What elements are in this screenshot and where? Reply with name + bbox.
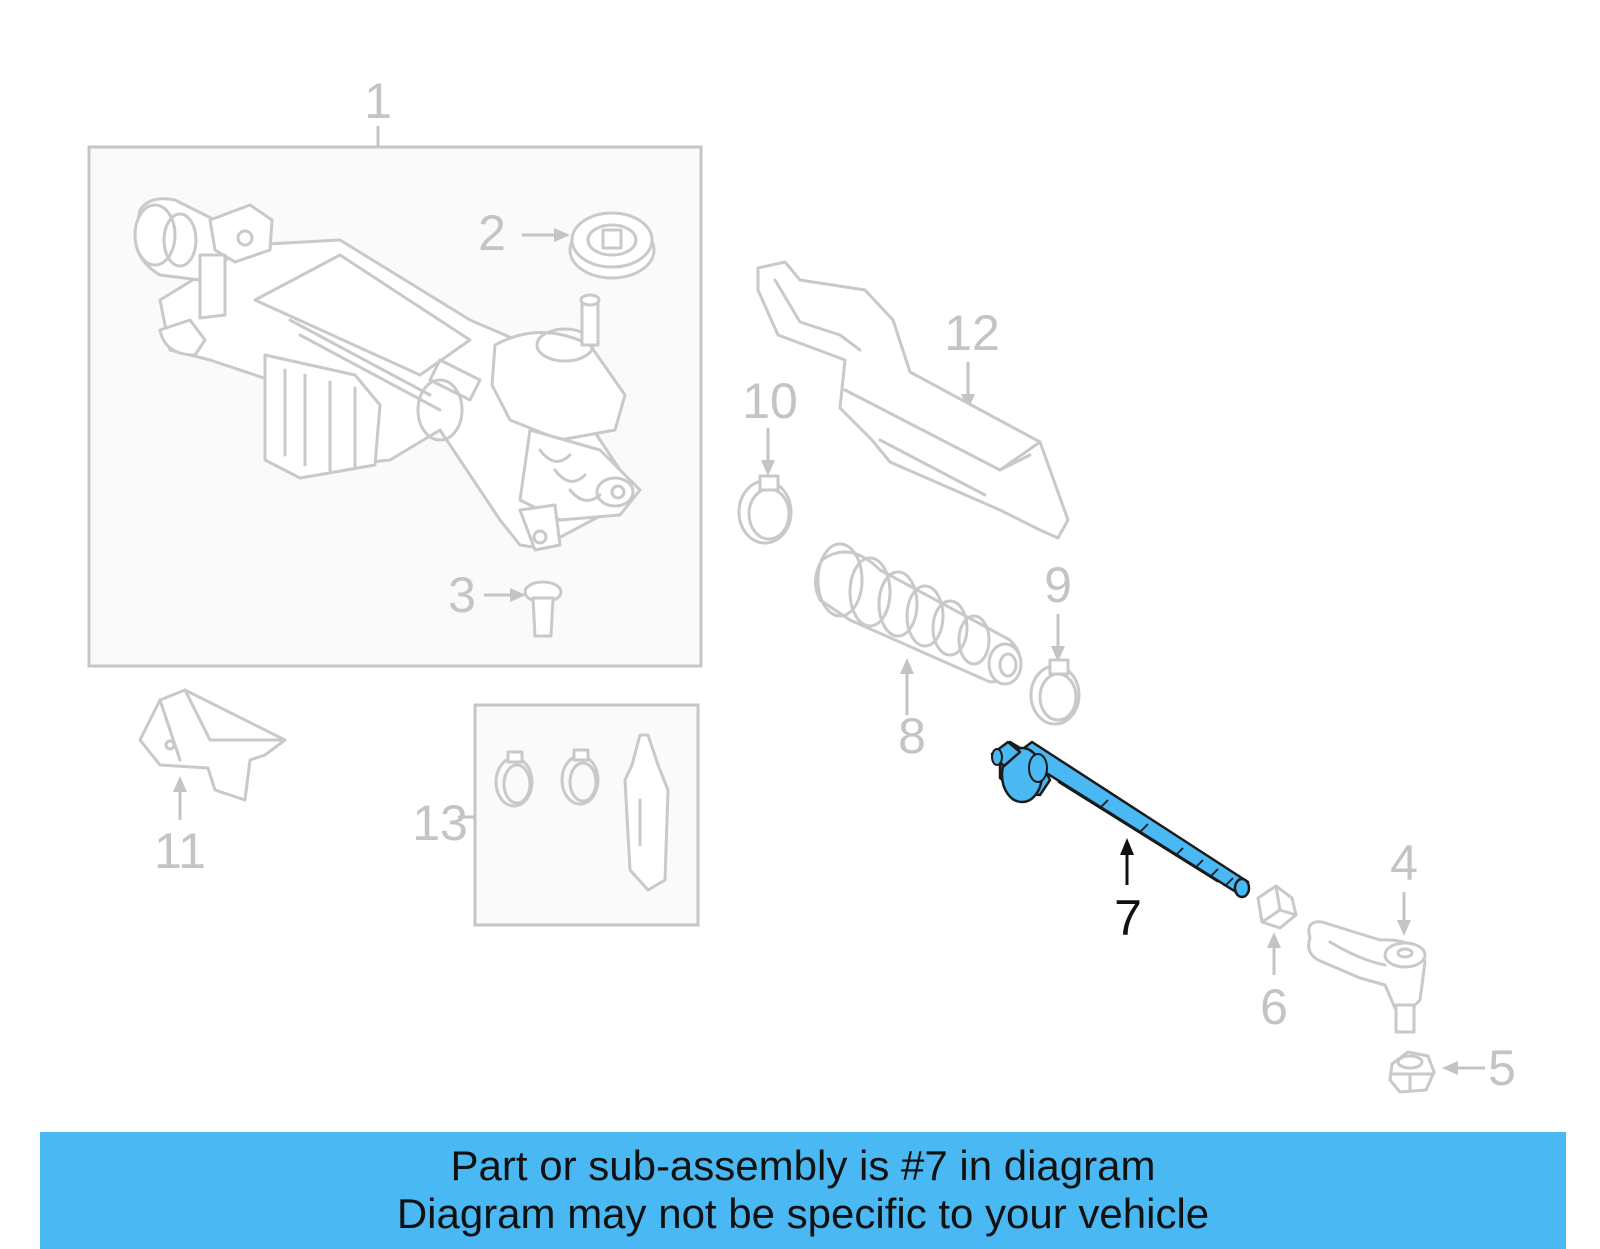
part-13-boot-kit[interactable]: 13 <box>412 703 700 927</box>
banner-line-part: Part or sub-assembly is #7 in diagram <box>450 1142 1156 1189</box>
banner-line-disclaimer: Diagram may not be specific to your vehi… <box>396 1190 1210 1237</box>
callout-10: 10 <box>742 373 798 429</box>
part-10-clamp[interactable]: 10 <box>737 373 798 545</box>
part-2-mount[interactable]: 2 <box>478 205 656 280</box>
info-banner: Part or sub-assembly is #7 in diagram Di… <box>40 1132 1566 1249</box>
part-11-bracket[interactable]: 11 <box>138 688 287 879</box>
callout-7: 7 <box>1114 890 1142 946</box>
callout-5: 5 <box>1488 1040 1516 1096</box>
part-9-clamp[interactable]: 9 <box>1029 557 1081 726</box>
steering-rack-drawing <box>133 197 642 552</box>
callout-9: 9 <box>1044 557 1072 613</box>
part-8-boot[interactable]: 8 <box>814 542 1023 764</box>
callout-8: 8 <box>898 708 926 764</box>
callout-2: 2 <box>478 205 506 261</box>
part-7-inner-tie-rod[interactable]: 7 <box>990 740 1251 946</box>
callout-3: 3 <box>448 567 476 623</box>
part-5-nut[interactable]: 5 <box>1388 1040 1516 1096</box>
callout-4: 4 <box>1390 835 1418 891</box>
callout-6: 6 <box>1260 979 1288 1035</box>
part-6-nut[interactable]: 6 <box>1256 884 1298 1035</box>
inner-tie-rod-drawing <box>990 740 1251 899</box>
part-3-bolt[interactable]: 3 <box>448 567 563 638</box>
callout-12: 12 <box>944 305 1000 361</box>
part-1-steering-gear-group[interactable]: 1 <box>87 73 703 668</box>
part-12-heat-shield[interactable]: 12 <box>756 260 1070 540</box>
callout-1: 1 <box>364 73 392 129</box>
callout-11: 11 <box>154 823 206 879</box>
callout-13: 13 <box>412 795 468 851</box>
part-4-outer-tie-rod-end[interactable]: 4 <box>1307 835 1427 1034</box>
